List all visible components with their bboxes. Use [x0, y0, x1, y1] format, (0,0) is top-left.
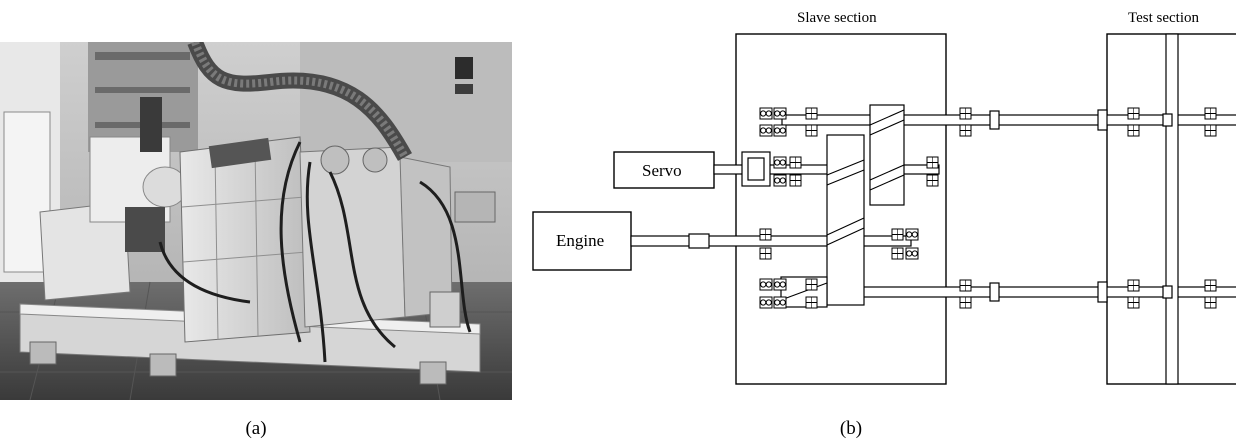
caption-b: (b) — [821, 418, 881, 440]
servo-label: Servo — [642, 161, 682, 181]
slave-section-label: Slave section — [797, 10, 877, 27]
rig-schematic — [524, 0, 1236, 444]
caption-a: (a) — [226, 418, 286, 440]
engine-label: Engine — [556, 231, 604, 251]
test-section-label: Test section — [1128, 10, 1199, 27]
test-rig-photo — [0, 42, 512, 400]
